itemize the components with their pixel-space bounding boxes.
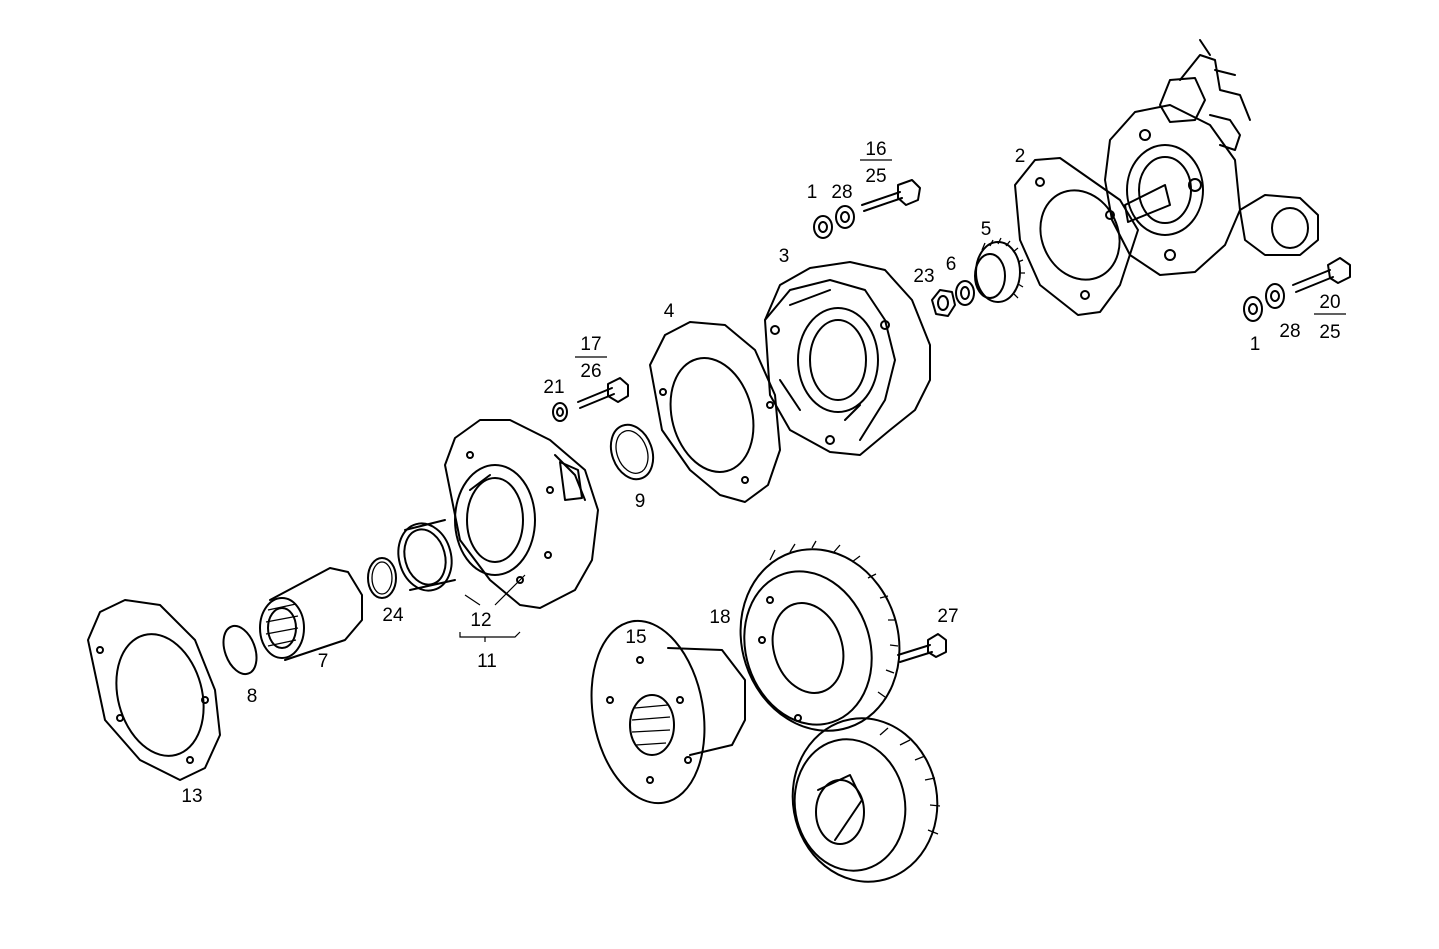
washer-28-top bbox=[835, 205, 855, 229]
circlip-8 bbox=[222, 624, 258, 676]
label-17: 17 bbox=[580, 334, 601, 355]
washer-21 bbox=[552, 402, 568, 422]
bolt-17-26 bbox=[577, 377, 629, 409]
label-5: 5 bbox=[981, 219, 992, 240]
label-15: 15 bbox=[625, 627, 646, 648]
label-16: 16 bbox=[865, 139, 886, 160]
gasket-4 bbox=[649, 321, 781, 503]
label-18: 18 bbox=[709, 607, 730, 628]
flange-15 bbox=[590, 619, 746, 805]
label-20: 20 bbox=[1319, 292, 1340, 313]
gear-lower bbox=[791, 717, 941, 883]
circlip-9 bbox=[609, 423, 655, 481]
bolt-16-25 bbox=[861, 179, 921, 212]
washer-1-top bbox=[813, 215, 833, 239]
bolt-20-25 bbox=[1292, 257, 1351, 293]
label-27: 27 bbox=[937, 606, 958, 627]
bracket-11 bbox=[459, 631, 521, 642]
label-11: 11 bbox=[477, 651, 497, 672]
label-12: 12 bbox=[470, 610, 491, 631]
washer-6 bbox=[955, 280, 975, 306]
label-28-right: 28 bbox=[1279, 321, 1300, 342]
leader-12 bbox=[464, 574, 526, 606]
label-25-right: 25 bbox=[1319, 322, 1340, 343]
bearing-7 bbox=[259, 567, 363, 661]
label-24: 24 bbox=[382, 605, 404, 626]
label-25-top: 25 bbox=[865, 166, 886, 187]
bushing-12 bbox=[397, 519, 456, 592]
label-7: 7 bbox=[318, 651, 329, 672]
housing-11 bbox=[444, 419, 599, 609]
label-13: 13 bbox=[181, 786, 202, 807]
gear-5 bbox=[974, 237, 1025, 303]
label-6: 6 bbox=[946, 254, 957, 275]
gear-18 bbox=[739, 540, 901, 732]
label-23: 23 bbox=[913, 266, 934, 287]
nut-23 bbox=[931, 289, 956, 317]
label-8: 8 bbox=[247, 686, 258, 707]
gasket-2 bbox=[1014, 157, 1139, 316]
label-28-top: 28 bbox=[831, 182, 852, 203]
ring-24 bbox=[367, 557, 397, 599]
label-3: 3 bbox=[779, 246, 790, 267]
bolt-27 bbox=[897, 633, 947, 663]
label-1-right: 1 bbox=[1250, 334, 1261, 355]
housing-3 bbox=[764, 261, 931, 456]
label-26: 26 bbox=[580, 361, 601, 382]
label-21: 21 bbox=[543, 377, 564, 398]
washer-1-right bbox=[1243, 296, 1263, 322]
label-2: 2 bbox=[1015, 146, 1026, 167]
label-9: 9 bbox=[635, 491, 646, 512]
label-1-top: 1 bbox=[807, 182, 818, 203]
gasket-13 bbox=[87, 599, 221, 781]
pump-housing bbox=[1104, 39, 1319, 276]
washer-28-right bbox=[1265, 283, 1285, 309]
label-4: 4 bbox=[664, 301, 675, 322]
